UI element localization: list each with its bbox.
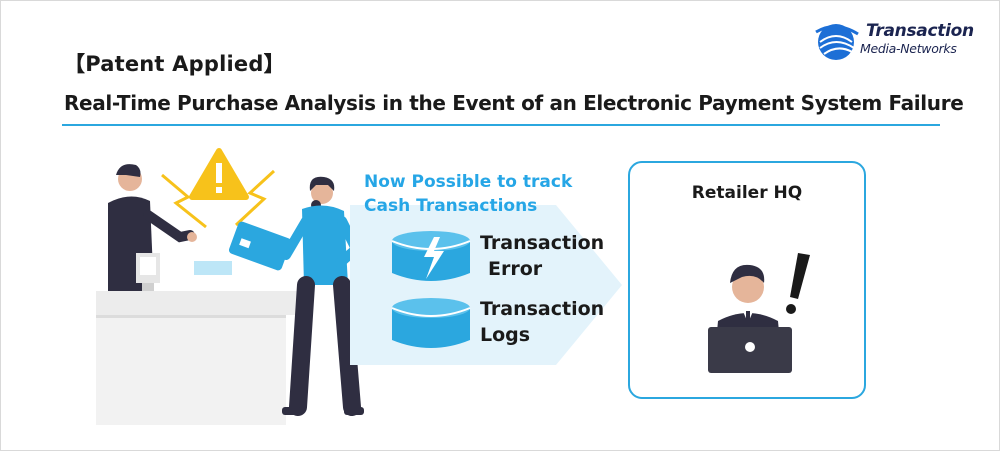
database-logs-icon: [391, 298, 471, 348]
database-error-icon: [391, 231, 471, 281]
warning-icon: [189, 148, 249, 200]
lightning-right-icon: [234, 169, 276, 227]
error-label-line2: Error: [488, 258, 543, 280]
retailer-hq-panel: Retailer HQ: [628, 161, 866, 399]
tracking-caption-line1: Now Possible to track: [364, 172, 573, 192]
exclamation-icon: [786, 253, 810, 314]
tracking-caption-line2: Cash Transactions: [364, 196, 538, 216]
error-label-line1: Transaction: [480, 232, 605, 254]
logo-name: Transaction: [866, 21, 974, 41]
logs-label-line1: Transaction: [480, 298, 605, 320]
credit-card-icon: [229, 221, 291, 271]
logs-label-line2: Logs: [480, 324, 531, 346]
page-title: Real-Time Purchase Analysis in the Event…: [64, 91, 964, 115]
checkout-illustration: [96, 148, 364, 425]
company-logo: Transaction Media-Networks: [814, 18, 984, 66]
lightning-left-icon: [161, 173, 207, 229]
checkout-counter: [96, 253, 310, 425]
customer-figure: [281, 176, 364, 416]
globe-icon: [815, 24, 859, 60]
laptop-icon: [708, 327, 792, 373]
hq-title: Retailer HQ: [691, 183, 803, 203]
manager-illustration: [708, 253, 810, 373]
title-divider: [62, 124, 940, 126]
logo-subtitle: Media-Networks: [860, 41, 957, 56]
patent-tag: 【Patent Applied】: [64, 52, 285, 76]
